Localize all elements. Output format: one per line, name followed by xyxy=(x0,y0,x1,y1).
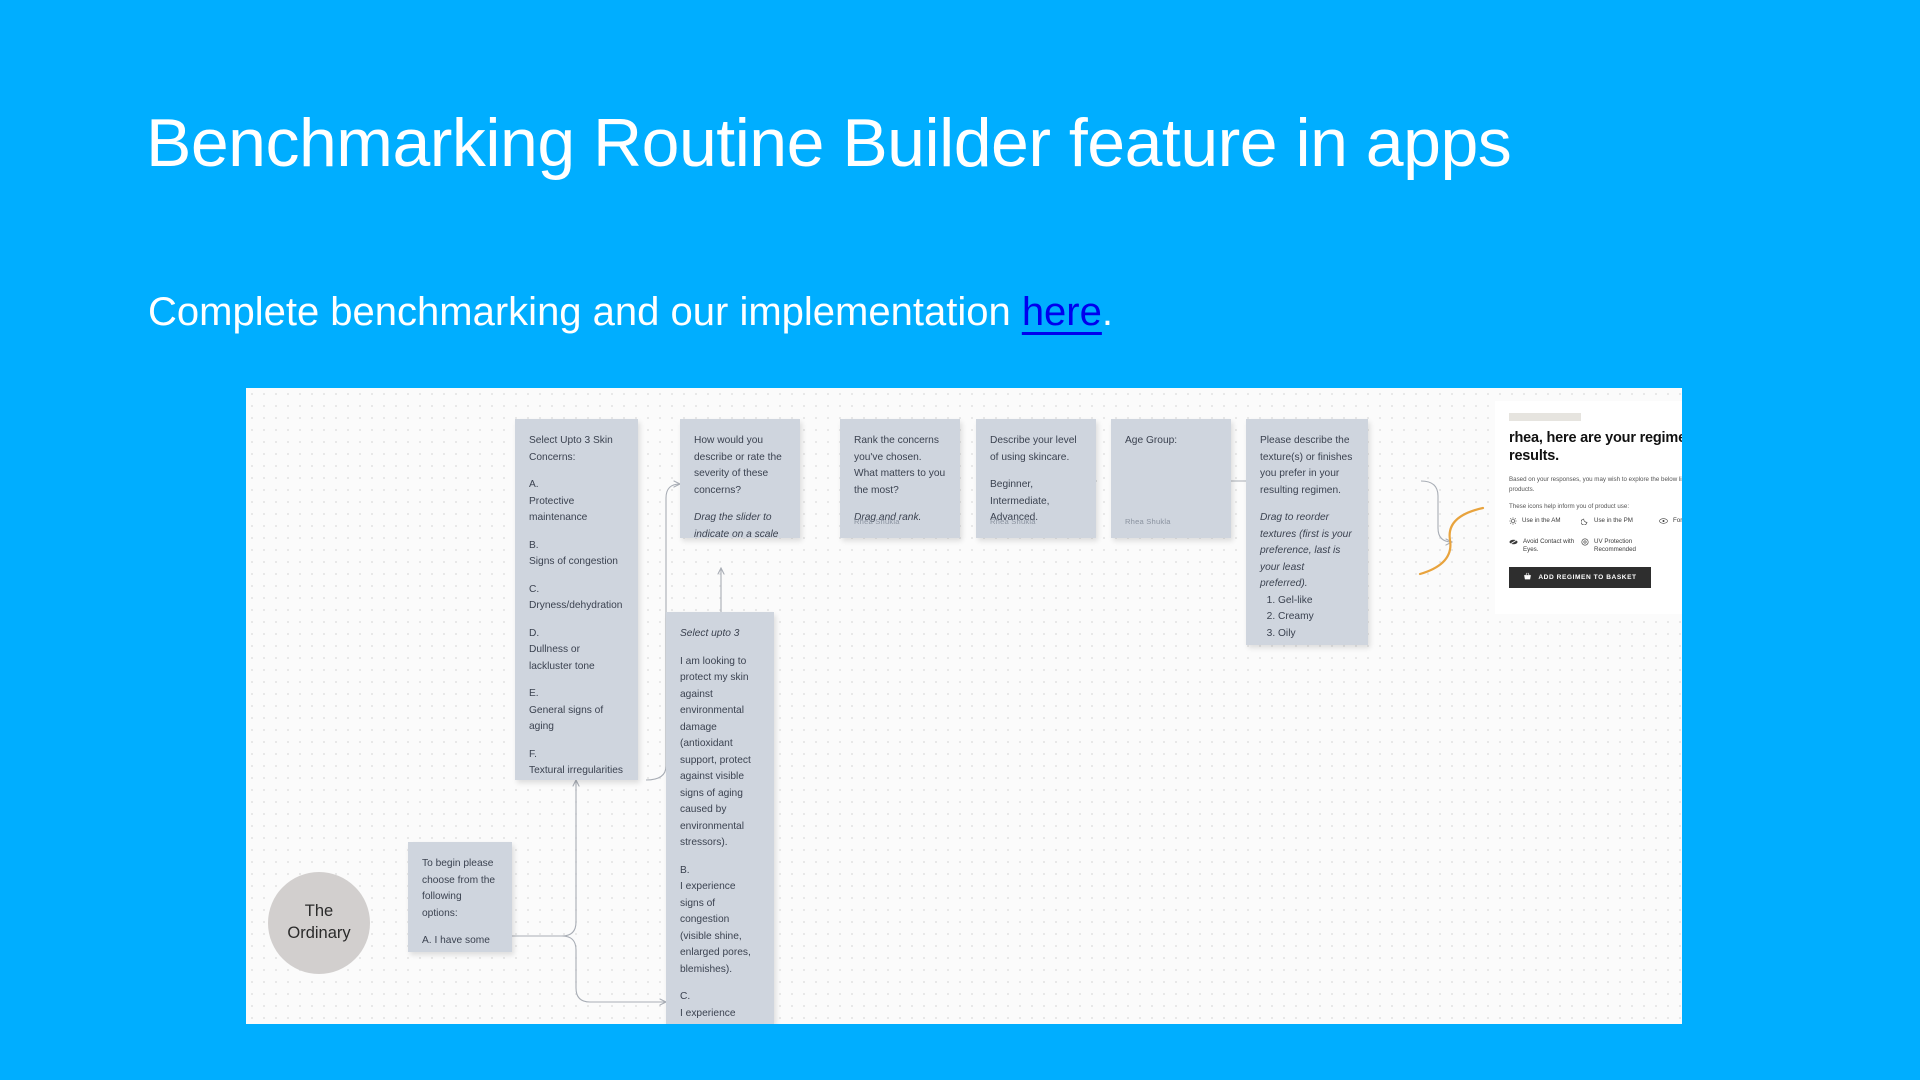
legend-label: Avoid Contact with Eyes. xyxy=(1523,537,1575,554)
card-concerns-f: F. Textural irregularities xyxy=(529,748,623,777)
card-detail-a: I am looking to protect my skin against … xyxy=(680,655,751,849)
results-body-copy: Based on your responses, you may wish to… xyxy=(1509,476,1682,493)
card-rank[interactable]: Rank the concerns you've chosen. What ma… xyxy=(840,419,960,538)
subtitle-period: . xyxy=(1101,290,1113,334)
add-regimen-to-basket-button[interactable]: ADD REGIMEN TO BASKET xyxy=(1509,567,1651,589)
legend-label: UV Protection Recommended xyxy=(1594,537,1636,554)
card-skincare-level[interactable]: Describe your level of using skincare. B… xyxy=(976,419,1096,538)
card-start-option-a: A. I have some skin concerns I'd like to… xyxy=(422,935,498,952)
page-title: Benchmarking Routine Builder feature in … xyxy=(146,105,1512,181)
card-texture-question: Please describe the texture(s) or finish… xyxy=(1260,435,1353,496)
basket-button-label: ADD REGIMEN TO BASKET xyxy=(1538,574,1637,582)
card-start[interactable]: To begin please choose from the followin… xyxy=(408,842,512,952)
basket-icon xyxy=(1523,572,1532,583)
card-author: Rhea Shukla xyxy=(990,516,1036,526)
card-detail-c: C. I experience signs of dryness (dry pa… xyxy=(680,991,736,1019)
card-rank-instruction: Drag and rank. xyxy=(854,512,922,524)
legend-item-avoid-eyes: Avoid Contact with Eyes. xyxy=(1509,538,1581,555)
card-detail-heading: Select upto 3 xyxy=(680,628,740,639)
card-severity-instruction: Drag the slider to indicate on a scale o… xyxy=(694,512,779,538)
brand-logo-placeholder xyxy=(1509,413,1581,421)
card-texture-instruction: Drag to reorder textures (first is your … xyxy=(1260,512,1352,590)
moon-icon xyxy=(1580,517,1589,529)
legend-label: Use in the AM xyxy=(1522,516,1561,524)
card-author: Rhea Shukla xyxy=(854,516,900,526)
card-concerns-e: E. General signs of aging xyxy=(529,688,604,733)
results-heading: rhea, here are your regimen results. xyxy=(1509,430,1682,464)
texture-option[interactable]: Oily xyxy=(1278,626,1354,643)
icon-legend-note: These icons help inform you of product u… xyxy=(1509,502,1630,510)
uv-protection-icon xyxy=(1581,538,1589,550)
card-concerns-b: B. Signs of congestion xyxy=(529,539,618,568)
whiteboard-canvas[interactable]: The Ordinary To begin please choose from… xyxy=(246,388,1682,1024)
brand-line-2: Ordinary xyxy=(287,924,351,942)
brand-circle[interactable]: The Ordinary xyxy=(268,872,370,974)
card-age-group[interactable]: Age Group: Rhea Shukla xyxy=(1111,419,1231,538)
texture-option-list[interactable]: Gel-like Creamy Oily Watery xyxy=(1278,593,1354,645)
card-skin-concerns[interactable]: Select Upto 3 Skin Concerns: A. Protecti… xyxy=(515,419,638,780)
app-mockup-results-screen[interactable]: rhea, here are your regimen results. Bas… xyxy=(1495,401,1682,614)
legend-item-eyes: For Eyes xyxy=(1659,517,1682,529)
legend-item-uv: UV Protection Recommended xyxy=(1581,538,1659,555)
card-concerns-d: D. Dullness or lackluster tone xyxy=(529,627,595,672)
card-concerns-a: A. Protective maintenance xyxy=(529,479,588,524)
legend-label: For Eyes xyxy=(1673,516,1682,524)
legend-item-pm: Use in the PM xyxy=(1580,516,1659,529)
card-start-intro: To begin please choose from the followin… xyxy=(422,858,496,919)
card-rank-question: Rank the concerns you've chosen. What ma… xyxy=(854,435,946,496)
card-level-question: Describe your level of using skincare. xyxy=(990,435,1077,463)
sun-icon xyxy=(1509,517,1517,529)
brand-line-1: The xyxy=(304,902,334,921)
subtitle-text: Complete benchmarking and our implementa… xyxy=(148,290,1022,334)
subtitle: Complete benchmarking and our implementa… xyxy=(148,288,1113,336)
card-detail-b: B. I experience signs of congestion (vis… xyxy=(680,864,751,975)
card-texture-preference[interactable]: Please describe the texture(s) or finish… xyxy=(1246,419,1368,645)
card-select-upto-3-detail[interactable]: Select upto 3 I am looking to protect my… xyxy=(666,612,774,1024)
legend-item-am: Use in the AM xyxy=(1509,517,1581,529)
eye-icon xyxy=(1659,517,1668,529)
here-link[interactable]: here xyxy=(1021,290,1102,334)
texture-option[interactable]: Gel-like xyxy=(1278,593,1354,610)
avoid-eyes-icon xyxy=(1509,538,1518,550)
legend-label: Use in the PM xyxy=(1594,516,1633,524)
card-concerns-c: C. Dryness/dehydration xyxy=(529,583,623,612)
card-age-group-label: Age Group: xyxy=(1125,435,1178,446)
texture-option[interactable]: Creamy xyxy=(1278,609,1354,626)
icon-legend: Use in the AM Use in the PM For Eyes Avo… xyxy=(1509,517,1682,556)
card-author: Rhea Shukla xyxy=(1125,516,1171,526)
card-concerns-title: Select Upto 3 Skin Concerns: xyxy=(529,435,613,463)
card-severity-question: How would you describe or rate the sever… xyxy=(694,435,782,496)
card-severity[interactable]: How would you describe or rate the sever… xyxy=(680,419,800,538)
card-level-options: Beginner, Intermediate, Advanced. xyxy=(990,479,1050,524)
texture-option[interactable]: Watery xyxy=(1278,642,1354,645)
